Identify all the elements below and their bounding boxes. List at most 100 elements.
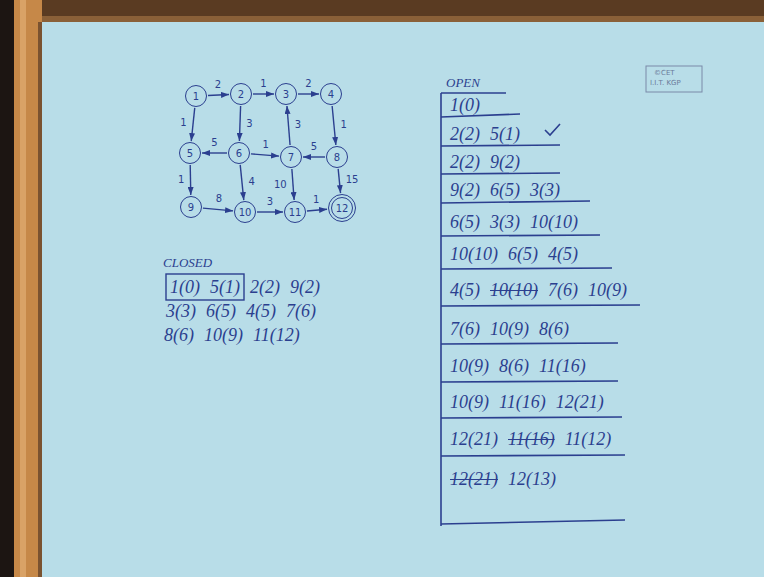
list-entry: 12(21): [450, 470, 498, 488]
edge-weight: 2: [214, 80, 222, 90]
list-entry: 3(3): [530, 181, 560, 199]
node-number: 9: [188, 202, 194, 213]
weighted-arrow: [253, 93, 274, 94]
list-entry: 12(21): [556, 393, 604, 411]
weighted-arrow: [298, 93, 319, 94]
frame-grain: [20, 0, 26, 577]
list-entry: 6(5): [206, 302, 236, 320]
weighted-arrow: [191, 108, 194, 141]
list-entry: 2(2): [450, 125, 480, 143]
list-entry: 9(2): [490, 153, 520, 171]
node-number: 12: [336, 203, 349, 214]
list-entry: 3(3): [490, 213, 520, 231]
list-entry: 10(9): [450, 357, 489, 375]
node-number: 8: [334, 152, 340, 163]
list-entry: 7(6): [450, 320, 480, 338]
node-number: 4: [328, 89, 334, 100]
stamp-box: [646, 66, 702, 92]
closed-box: [166, 274, 244, 300]
graph-node-circle: 2: [230, 83, 252, 105]
node-number: 11: [289, 207, 302, 218]
list-entry: 5(1): [210, 278, 240, 296]
node-number: 6: [236, 148, 242, 159]
list-entry: 10(9): [490, 320, 529, 338]
graph-node-circle: 7: [280, 146, 302, 168]
open-table: [441, 93, 640, 526]
frame-edge: [0, 16, 764, 22]
list-entry: 6(5): [508, 245, 538, 263]
goal-node-circle: 12: [328, 194, 356, 222]
list-entry: 9(2): [450, 181, 480, 199]
frame-left: [14, 0, 42, 577]
frame-shadow: [0, 0, 14, 577]
list-entry: 10(10): [530, 213, 578, 231]
edge-weight: 10: [273, 180, 288, 190]
node-number: 5: [187, 148, 193, 159]
weighted-arrow: [190, 165, 192, 195]
list-entry: 5(1): [490, 125, 520, 143]
list-entry: 2(2): [450, 153, 480, 171]
weighted-arrow: [202, 152, 227, 153]
edge-weight: 5: [310, 142, 318, 152]
list-entry: 6(5): [450, 213, 480, 231]
graph-node-circle: 3: [275, 83, 297, 105]
list-entry: 8(6): [539, 320, 569, 338]
list-entry: 9(2): [290, 278, 320, 296]
weighted-arrow: [203, 208, 233, 211]
weighted-arrow: [257, 211, 283, 212]
node-number: 2: [238, 89, 244, 100]
weighted-arrow: [292, 169, 294, 200]
edge-weight: 1: [339, 120, 347, 130]
weighted-arrow: [239, 106, 240, 141]
graph-node-circle: 4: [320, 83, 342, 105]
list-entry: 8(6): [164, 326, 194, 344]
node-number: 10: [239, 207, 252, 218]
graph-node-circle: 11: [284, 201, 306, 223]
graph-node-circle: 8: [326, 146, 348, 168]
list-entry: 6(5): [490, 181, 520, 199]
stamp-text: ©CET: [654, 70, 675, 77]
list-entry: 7(6): [548, 281, 578, 299]
weighted-arrow: [208, 94, 229, 96]
weighted-arrow: [251, 154, 279, 156]
list-entry: 1(0): [170, 278, 200, 296]
frame-inner: [38, 22, 42, 577]
graph-node-circle: 6: [228, 142, 250, 164]
weighted-arrow: [307, 209, 327, 211]
list-entry: 11(12): [253, 326, 300, 344]
list-entry: 8(6): [499, 357, 529, 375]
list-entry: 12(21): [450, 430, 498, 448]
list-entry: 10(10): [450, 245, 498, 263]
edge-weight: 1: [259, 79, 267, 89]
node-number: 3: [283, 89, 289, 100]
node-number: 7: [288, 152, 294, 163]
node-number: 1: [193, 91, 199, 102]
list-entry: 11(16): [499, 393, 546, 411]
edge-weight: 5: [210, 138, 218, 148]
list-entry: 4(5): [548, 245, 578, 263]
list-entry: 10(10): [490, 281, 538, 299]
list-entry: 11(16): [539, 357, 586, 375]
edge-weight: 1: [262, 140, 270, 150]
edge-weight: 1: [179, 118, 187, 128]
graph-node-circle: 10: [234, 201, 256, 223]
list-entry: 12(13): [508, 470, 556, 488]
weighted-arrow: [240, 165, 244, 200]
list-entry: 10(9): [450, 393, 489, 411]
list-entry: 10(9): [204, 326, 243, 344]
edge-weight: 2: [304, 79, 312, 89]
graph-node-circle: 9: [180, 196, 202, 218]
weighted-arrow: [303, 156, 325, 157]
weighted-arrow: [287, 106, 290, 145]
list-entry: 3(3): [166, 302, 196, 320]
list-entry: 11(16): [508, 430, 555, 448]
list-entry: 2(2): [250, 278, 280, 296]
list-entry: 11(12): [565, 430, 612, 448]
edge-weight: 4: [247, 177, 255, 187]
edge-weight: 1: [312, 195, 320, 205]
stamp-text: I.I.T. KGP: [650, 80, 681, 87]
edge-weight: 15: [345, 175, 360, 185]
list-entry: 1(0): [450, 96, 480, 114]
